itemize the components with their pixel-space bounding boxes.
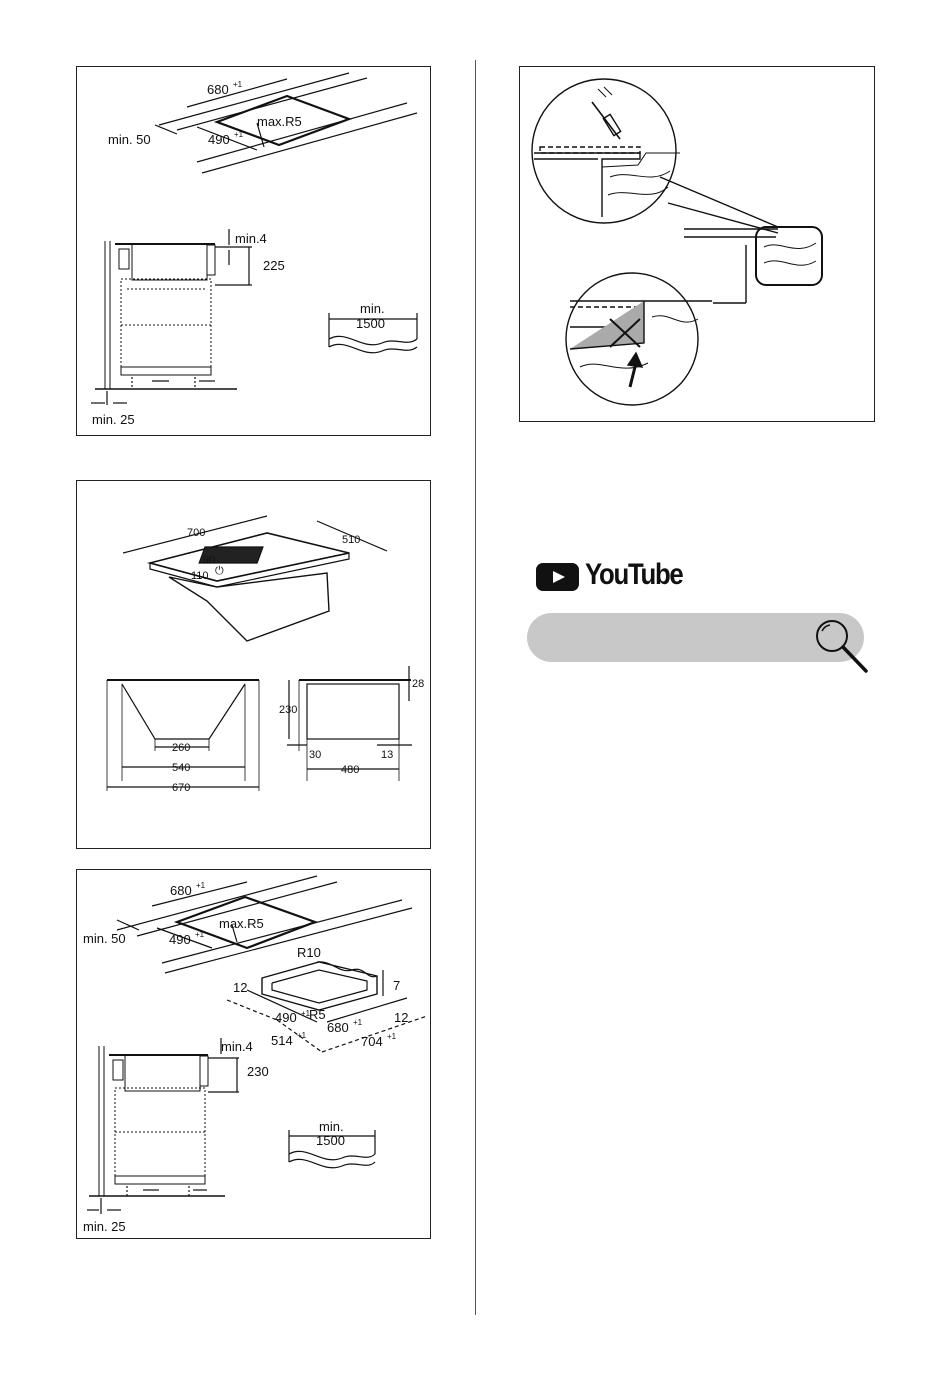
dim-depth-tolerance: +1 bbox=[195, 930, 205, 939]
d7-label: 7 bbox=[393, 978, 400, 993]
appliance-dimensions-diagram: 700 510 90 110 ⏻ 260 540 670 28 230 30 1… bbox=[77, 481, 432, 850]
side-230-label: 230 bbox=[279, 704, 297, 716]
cable-min-label: min. bbox=[319, 1119, 344, 1134]
youtube-wordmark: YouTube bbox=[585, 558, 683, 592]
edge-min-label: min. 50 bbox=[83, 931, 126, 946]
cable-length-label: 1500 bbox=[356, 316, 385, 331]
d704-tolerance: +1 bbox=[387, 1032, 397, 1041]
d514-tolerance: +1 bbox=[297, 1031, 307, 1040]
front-260-label: 260 bbox=[172, 742, 190, 754]
panel-sealing-detail bbox=[519, 66, 875, 422]
d12a-label: 12 bbox=[233, 980, 247, 995]
depth-label: 510 bbox=[342, 534, 360, 546]
distance-110-label: 110 bbox=[191, 570, 209, 582]
radius-label: max.R5 bbox=[257, 114, 302, 129]
d704-label: 704 bbox=[361, 1034, 383, 1049]
width-label: 700 bbox=[187, 527, 205, 539]
power-symbol-icon: ⏻ bbox=[215, 565, 224, 577]
dim-width-tolerance: +1 bbox=[233, 80, 243, 89]
radius-label: max.R5 bbox=[219, 916, 264, 931]
height-label: 225 bbox=[263, 258, 285, 273]
cable-min-label: min. bbox=[360, 301, 385, 316]
r10-label: R10 bbox=[297, 945, 321, 960]
d490-label: 490 bbox=[275, 1010, 297, 1025]
angle-90-label: 90 bbox=[203, 554, 215, 566]
dim-width-label: 680 bbox=[170, 883, 192, 898]
wall-min-label: min. 25 bbox=[83, 1219, 126, 1234]
d514-label: 514 bbox=[271, 1033, 293, 1048]
side-30-label: 30 bbox=[309, 749, 321, 761]
panel-flush-installation: 680 +1 max.R5 490 +1 min. 50 R10 R5 12 7… bbox=[76, 869, 431, 1239]
side-13-label: 13 bbox=[381, 749, 393, 761]
wall-min-label: min. 25 bbox=[92, 412, 135, 427]
dim-depth-tolerance: +1 bbox=[234, 130, 244, 139]
edge-min-label: min. 50 bbox=[108, 132, 151, 147]
panel-cutout-installation: 680 +1 max.R5 490 +1 min. 50 min.4 225 m… bbox=[76, 66, 431, 436]
front-670-label: 670 bbox=[172, 782, 190, 794]
d680-tolerance: +1 bbox=[353, 1018, 363, 1027]
youtube-play-icon bbox=[536, 563, 579, 591]
dim-depth-label: 490 bbox=[169, 932, 191, 947]
height-label: 230 bbox=[247, 1064, 269, 1079]
front-540-label: 540 bbox=[172, 762, 190, 774]
r5-label: R5 bbox=[309, 1007, 326, 1022]
search-icon[interactable] bbox=[808, 615, 870, 677]
cable-length-label: 1500 bbox=[316, 1133, 345, 1148]
dim-width-tolerance: +1 bbox=[196, 881, 206, 890]
cutout-installation-diagram: 680 +1 max.R5 490 +1 min. 50 min.4 225 m… bbox=[77, 67, 432, 437]
dim-width-label: 680 bbox=[207, 82, 229, 97]
column-divider bbox=[475, 60, 476, 1315]
d490-tolerance: +1 bbox=[301, 1009, 311, 1018]
side-28-label: 28 bbox=[412, 678, 424, 690]
dim-depth-label: 490 bbox=[208, 132, 230, 147]
side-480-label: 480 bbox=[341, 764, 359, 776]
gap-top-label: min.4 bbox=[221, 1039, 253, 1054]
sealing-detail-diagram bbox=[520, 67, 876, 423]
panel-appliance-dimensions: 700 510 90 110 ⏻ 260 540 670 28 230 30 1… bbox=[76, 480, 431, 849]
d680-label: 680 bbox=[327, 1020, 349, 1035]
d12b-label: 12 bbox=[394, 1010, 408, 1025]
gap-top-label: min.4 bbox=[235, 231, 267, 246]
flush-installation-diagram: 680 +1 max.R5 490 +1 min. 50 R10 R5 12 7… bbox=[77, 870, 432, 1240]
